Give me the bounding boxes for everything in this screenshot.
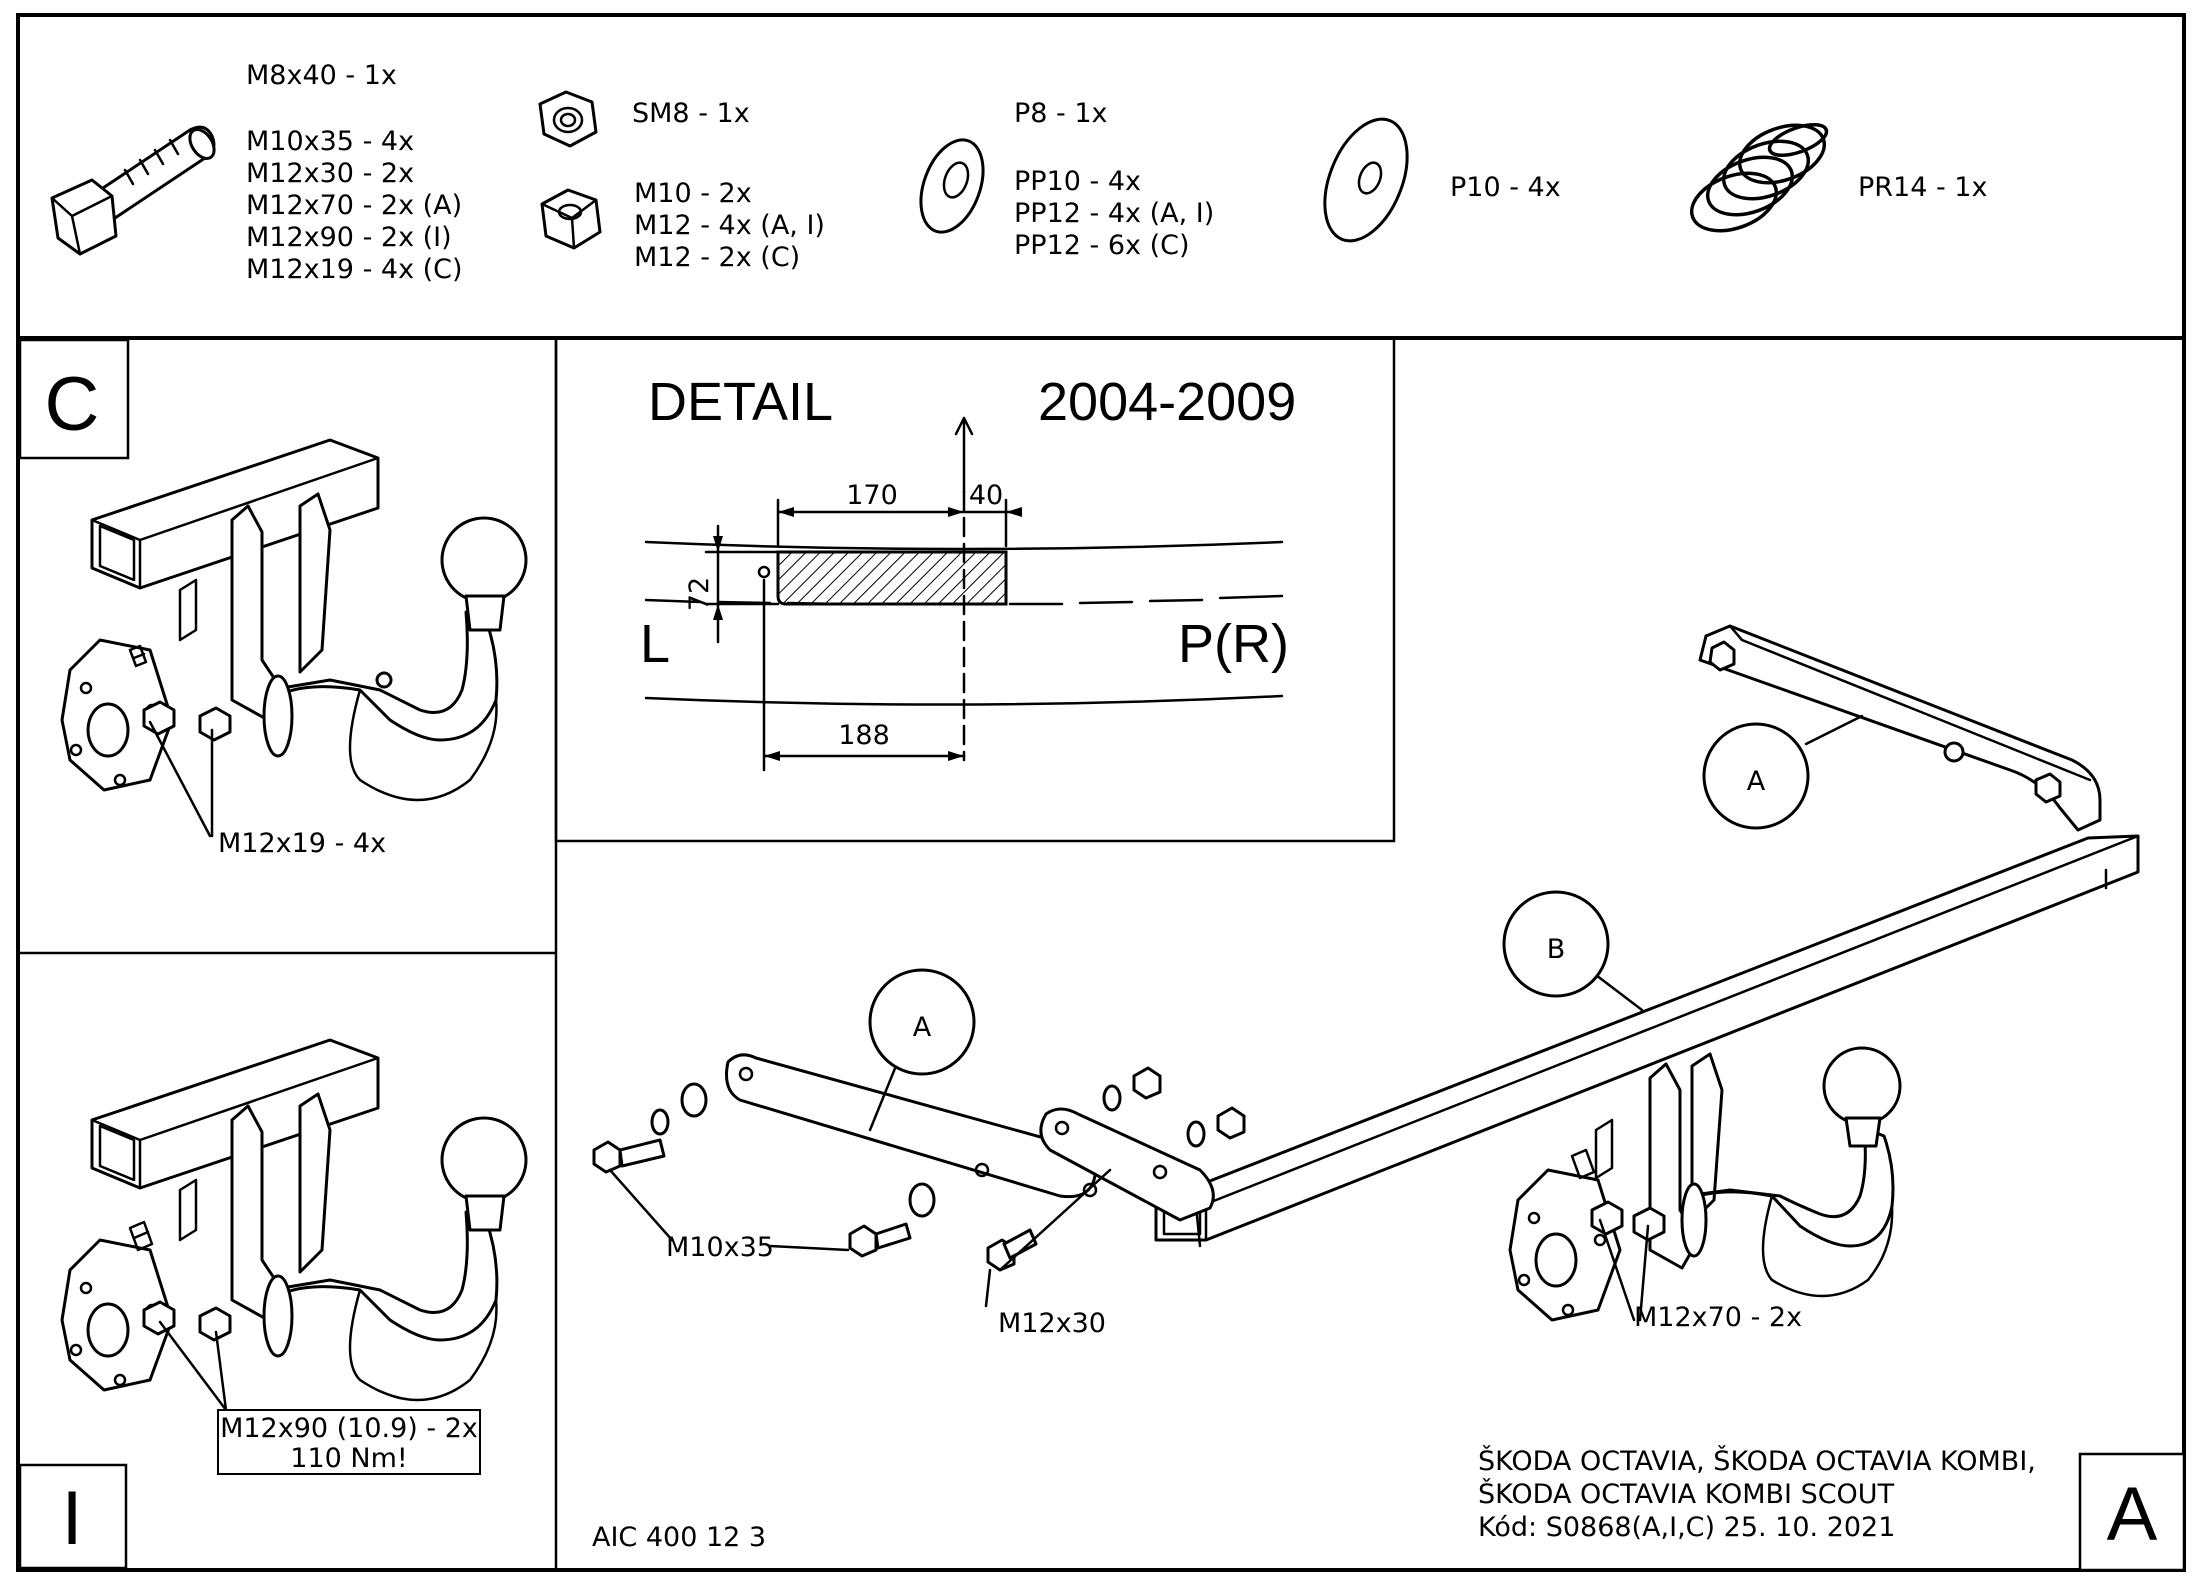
panel-c-letter-box: [18, 338, 130, 460]
bolt-m12x90-label: M12x90 - 2x (I): [246, 222, 452, 253]
panel-i-bolt-label: M12x90 (10.9) - 2x: [220, 1413, 478, 1444]
right-mounting-arm: [1698, 624, 2102, 832]
vehicle-line-3: Kód: S0868(A,I,C) 25. 10. 2021: [1478, 1512, 1895, 1543]
detail-dim-width: 170: [846, 480, 898, 511]
left-mounting-arm: [725, 1053, 1215, 1222]
nut-m10-label: M10 - 2x: [634, 178, 752, 209]
nut-sm8-label: SM8 - 1x: [632, 98, 750, 129]
panel-c-letter: C: [45, 362, 100, 447]
detail-years: 2004-2009: [1038, 372, 1296, 432]
nut-m12-c-label: M12 - 2x (C): [634, 242, 800, 273]
detail-title: DETAIL: [648, 372, 833, 432]
washer-pp12-c-label: PP12 - 6x (C): [1014, 230, 1190, 261]
hex-nut-icon: [540, 188, 602, 250]
detail-dim-offset: 40: [969, 480, 1003, 511]
crossbar-b: [1154, 834, 2140, 1248]
detail-hatched-plate: [776, 550, 1008, 606]
detail-reference-hole: [757, 565, 771, 579]
nut-m12-a-i-label: M12 - 4x (A, I): [634, 210, 825, 241]
tow-hook-c-illustration: [60, 438, 528, 802]
m12x30-leaders: [984, 1168, 1112, 1308]
detail-direction-arrow: [954, 416, 974, 494]
panel-i-torque-box: [217, 1409, 481, 1475]
detail-curve-bottom: [644, 694, 1284, 706]
bolt-m12x19-label: M12x19 - 4x (C): [246, 254, 463, 285]
m12x70-label: M12x70 - 2x: [1634, 1302, 1802, 1333]
panel-c-bolt-label: M12x19 - 4x: [218, 828, 386, 859]
bolt-icon: [50, 125, 216, 256]
callout-a-top-leader: [1804, 714, 1864, 746]
callout-b-letter: B: [1547, 934, 1566, 965]
panel-i-torque-label: 110 Nm!: [290, 1443, 407, 1474]
callout-a-bottom-leader: [868, 1054, 902, 1132]
bolt-m10x35-label: M10x35 - 4x: [246, 126, 414, 157]
tow-hook-i-illustration: [60, 1038, 528, 1402]
callout-a-top-letter: A: [1747, 766, 1766, 797]
bolt-m12x30-label: M12x30 - 2x: [246, 158, 414, 189]
bolt-m8x40-label: M8x40 - 1x: [246, 60, 397, 91]
m12x70-leaders: [1598, 1218, 1650, 1322]
washer-pp12-a-i-label: PP12 - 4x (A, I): [1014, 198, 1214, 229]
fastener-set-icon: [592, 1066, 1246, 1272]
detail-dim-height: 72: [684, 577, 715, 611]
panel-a-letter: A: [2107, 1472, 2158, 1557]
m10x35-label: M10x35: [666, 1232, 774, 1263]
panel-a-letter-box: [2078, 1452, 2186, 1572]
lock-nut-icon: [538, 90, 598, 148]
vehicle-line-1: ŠKODA OCTAVIA, ŠKODA OCTAVIA KOMBI,: [1478, 1445, 2036, 1477]
callout-b-leader: [1590, 970, 1644, 1012]
washer-icon: [919, 138, 985, 234]
detail-dim-lines-top: [776, 498, 1022, 548]
callout-a-top-circle: [1702, 722, 1810, 830]
callout-a-bottom-circle: [868, 968, 976, 1076]
vehicle-line-2: ŠKODA OCTAVIA KOMBI SCOUT: [1478, 1478, 1895, 1510]
panel-i-letter-box: [18, 1463, 128, 1570]
tow-hook-a-illustration: [1508, 1046, 1902, 1322]
detail-frame: [554, 336, 1396, 843]
drawing-code: AIC 400 12 3: [592, 1522, 766, 1553]
panel-i-leader-lines: [158, 1320, 228, 1412]
spring-washer-icon: [1689, 123, 1829, 233]
large-washer-icon: [1323, 117, 1409, 243]
callout-b-circle: [1502, 890, 1610, 998]
bolt-m12x70-label: M12x70 - 2x (A): [246, 190, 462, 221]
washer-pp10-label: PP10 - 4x: [1014, 166, 1141, 197]
panel-c-leader-lines: [148, 720, 214, 838]
detail-dim-bottom: 188: [838, 720, 890, 751]
spring-washer-pr14-label: PR14 - 1x: [1858, 172, 1987, 203]
washer-p8-label: P8 - 1x: [1014, 98, 1108, 129]
detail-side-right: P(R): [1178, 614, 1289, 674]
detail-dim-lines-bottom: [762, 578, 966, 772]
washer-p10-label: P10 - 4x: [1450, 172, 1561, 203]
drawing-border: [16, 13, 2186, 1572]
m10x35-leaders: [608, 1168, 850, 1252]
detail-side-left: L: [640, 614, 670, 674]
m12x30-label: M12x30: [998, 1308, 1106, 1339]
panel-i-letter: I: [61, 1476, 82, 1561]
detail-curve-top: [644, 540, 1284, 551]
callout-a-bottom-letter: A: [913, 1012, 932, 1043]
